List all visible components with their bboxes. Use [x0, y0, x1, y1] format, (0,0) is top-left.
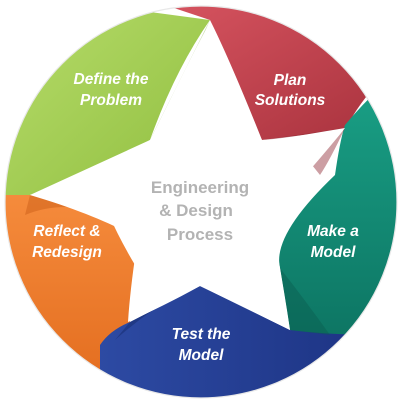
center-title-line-3: Process — [167, 225, 233, 244]
label-reflect-line-1: Reflect & — [33, 223, 100, 240]
label-test-line-1: Test the — [172, 326, 231, 343]
center-title: Engineering & Design Process — [151, 178, 249, 244]
label-plan-line-2: Solutions — [255, 92, 326, 109]
label-test-line-2: Model — [179, 347, 224, 364]
label-test-the-model: Test the Model — [172, 326, 231, 364]
label-make-line-2: Model — [311, 244, 356, 261]
label-make-line-1: Make a — [307, 223, 359, 240]
label-define-the-problem: Define the Problem — [74, 71, 149, 109]
outer-circle-edge — [4, 5, 398, 399]
label-plan-line-1: Plan — [274, 72, 307, 89]
label-define-line-2: Problem — [80, 92, 142, 109]
label-plan-solutions: Plan Solutions — [255, 72, 326, 109]
center-title-line-1: Engineering — [151, 178, 249, 197]
label-define-line-1: Define the — [74, 71, 149, 88]
center-star — [30, 22, 345, 330]
label-reflect-and-redesign: Reflect & Redesign — [32, 223, 102, 261]
fold-shadow-teal — [280, 268, 330, 335]
segment-make-a-model — [279, 70, 397, 340]
center-title-line-2: & Design — [159, 201, 233, 220]
label-make-a-model: Make a Model — [307, 223, 359, 261]
label-reflect-line-2: Redesign — [32, 244, 102, 261]
